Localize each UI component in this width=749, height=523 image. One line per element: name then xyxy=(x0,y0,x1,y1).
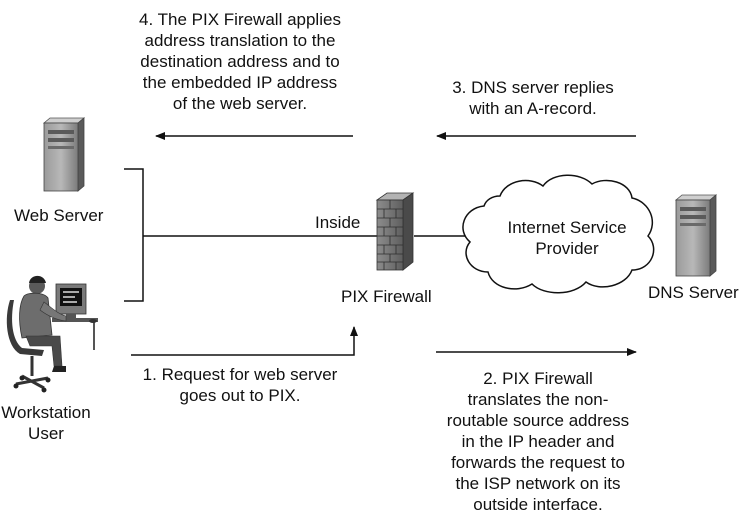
arrow-step1 xyxy=(131,326,358,356)
step2-line: 2. PIX Firewall xyxy=(483,369,593,388)
step3-description: 3. DNS server replies with an A-record. xyxy=(428,77,638,119)
step1-description: 1. Request for web server goes out to PI… xyxy=(120,364,360,406)
step2-line: the ISP network on its xyxy=(455,474,621,493)
step2-description: 2. PIX Firewall translates the non- rout… xyxy=(424,368,652,515)
step2-line: in the IP header and xyxy=(461,432,615,451)
step1-line: 1. Request for web server xyxy=(142,365,338,384)
step2-line: forwards the request to xyxy=(451,453,625,472)
step4-line: 4. The PIX Firewall applies xyxy=(139,10,341,29)
step4-line: of the web server. xyxy=(172,94,308,113)
firewall-icon xyxy=(375,192,415,271)
dns-server-icon xyxy=(674,194,718,277)
web-server-icon xyxy=(42,117,86,192)
step3-line: 3. DNS server replies xyxy=(452,78,614,97)
step3-line: with an A-record. xyxy=(469,99,597,118)
isp-label-line: Internet Service xyxy=(507,218,627,237)
step4-line: the embedded IP address xyxy=(142,73,338,92)
workstation-user-label: Workstation User xyxy=(0,402,92,444)
step2-line: translates the non- xyxy=(467,390,609,409)
pix-firewall-label: PIX Firewall xyxy=(341,287,432,306)
step4-line: destination address and to xyxy=(140,52,340,71)
internet-cloud-icon xyxy=(462,174,655,294)
inside-interface-label: Inside xyxy=(315,213,361,232)
step4-line: address translation to the xyxy=(144,31,336,50)
web-server-label: Web Server xyxy=(14,206,104,225)
isp-label-line: Provider xyxy=(535,239,599,258)
step4-description: 4. The PIX Firewall applies address tran… xyxy=(113,9,367,114)
dns-server-label: DNS Server xyxy=(648,283,739,302)
step2-line: routable source address xyxy=(446,411,630,430)
step2-line: outside interface. xyxy=(473,495,603,514)
isp-label: Internet Service Provider xyxy=(484,217,650,259)
step1-line: goes out to PIX. xyxy=(179,386,301,405)
workstation-label-line: User xyxy=(28,424,64,443)
inside-network-bracket xyxy=(124,168,144,302)
workstation-user-icon xyxy=(6,275,98,393)
workstation-label-line: Workstation xyxy=(1,403,91,422)
